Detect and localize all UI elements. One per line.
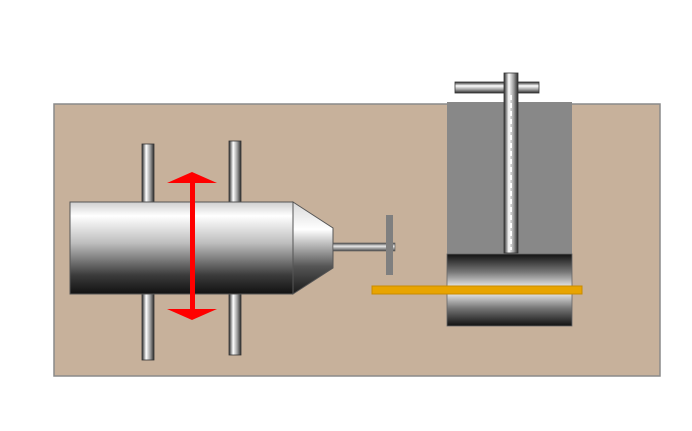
carriage-nose-cone <box>292 201 334 295</box>
tool <box>332 215 396 275</box>
clamp-screw-handle <box>454 81 540 94</box>
carriage-body <box>69 201 294 295</box>
workpiece-bar <box>371 285 583 295</box>
carriage <box>69 201 334 295</box>
spindle-shaft <box>332 242 396 252</box>
motion-arrow-icon <box>167 172 217 320</box>
cutter-disc <box>386 215 393 275</box>
